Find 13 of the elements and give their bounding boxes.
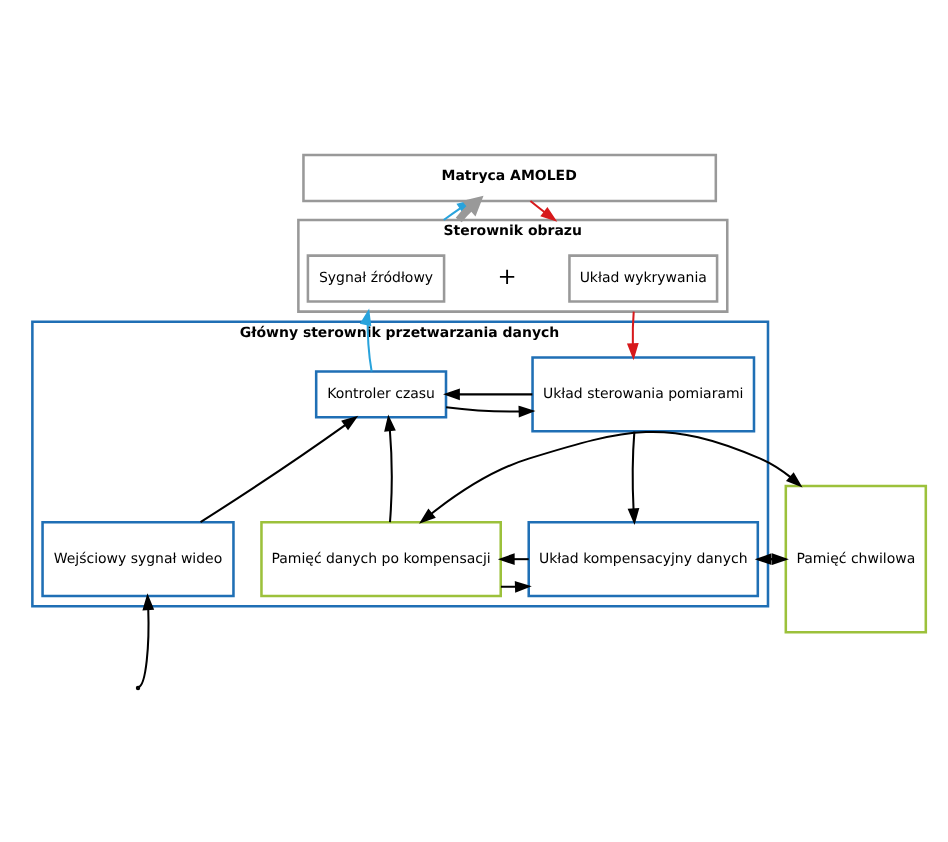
arrow	[627, 430, 640, 525]
arrow	[199, 414, 359, 522]
arrow	[384, 413, 396, 522]
arrow	[137, 592, 155, 687]
arrow	[446, 404, 536, 417]
arrow	[626, 310, 639, 360]
arrow	[529, 199, 558, 221]
arrow	[500, 579, 532, 592]
arrow	[419, 430, 803, 523]
arrow	[443, 387, 533, 400]
arrow	[359, 307, 373, 371]
arrow	[497, 552, 529, 565]
label: +	[497, 261, 517, 290]
